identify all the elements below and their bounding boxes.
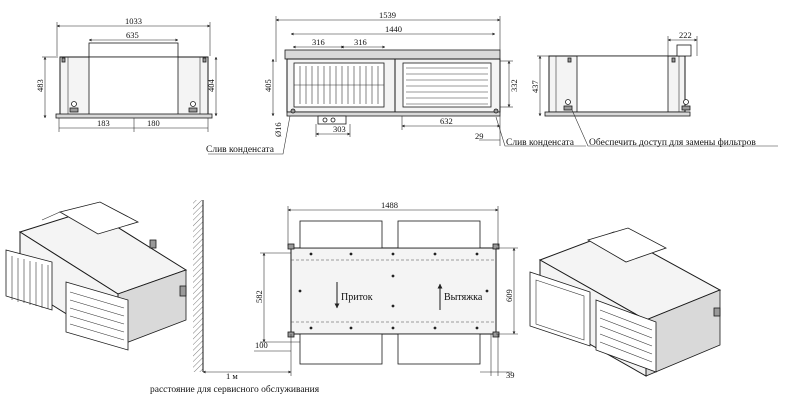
plan-top-left-box (299, 220, 383, 249)
front-top-box (88, 42, 179, 58)
label-condensate-2: Слив конденсата (506, 138, 575, 148)
condensate-leader-2 (495, 116, 586, 147)
dim-main-left-height: 405 (263, 79, 273, 92)
dim-plan-right-height: 609 (504, 289, 514, 302)
side-view: 222 437 Обеспечить доступ для замены фил… (530, 30, 778, 148)
dim-front-right-height: 404 (206, 79, 216, 93)
iso-right-front-grille-slats (599, 309, 653, 363)
dim-main-right-section: 316 (354, 37, 367, 47)
side-center-panel (576, 55, 669, 113)
right-cassette-slats (406, 67, 488, 105)
label-filter-access: Обеспечить доступ для замены фильтров (589, 137, 756, 148)
dim-service-distance: 1 м (226, 371, 238, 381)
isometric-left (5, 201, 188, 351)
iso-right-side-panel (529, 271, 591, 347)
front-view: 1033 635 483 404 183 180 (35, 16, 218, 132)
iso-left-louvre-panel (5, 249, 53, 311)
iso-left-louvre-slats (11, 256, 49, 309)
main-view: 1539 1440 316 316 405 332 303 632 Ø16 29… (206, 10, 586, 155)
dim-main-total: 1539 (379, 10, 396, 20)
plan-top-right-box (397, 220, 481, 249)
filter-access-leader (571, 109, 778, 147)
dim-side-top: 222 (679, 30, 692, 40)
label-condensate-1: Слив конденсата (206, 145, 275, 155)
dim-front-top: 635 (126, 30, 139, 40)
plan-bottom-left-box (299, 333, 383, 365)
dim-main-left-section: 316 (312, 37, 325, 47)
isometric-right (529, 227, 722, 377)
right-cassette (402, 62, 492, 108)
plan-body (290, 247, 497, 335)
dim-main-bottom-right: 632 (440, 116, 453, 126)
wall-hatch (193, 200, 203, 372)
front-base (55, 113, 213, 119)
plan-view: Приток Вытяжка 1488 582 609 100 39 1 м р… (150, 200, 518, 395)
dim-plan-bottom-left: 100 (255, 340, 268, 350)
main-top-rail (284, 49, 501, 60)
dim-main-pipe: Ø16 (273, 122, 283, 137)
front-fitting-left (71, 101, 77, 107)
condensate-leader-1 (208, 115, 291, 155)
dim-main-bottom-mid: 303 (333, 124, 346, 134)
dim-plan-left-height: 582 (254, 290, 264, 303)
dim-main-offset: 29 (475, 131, 484, 141)
plan-bolts (298, 252, 489, 330)
dim-plan-total: 1488 (381, 200, 398, 210)
dim-main-inner: 1440 (385, 24, 402, 34)
dim-front-bottom-right: 180 (147, 118, 160, 128)
iso-left-front-grille-slats (69, 291, 125, 341)
dim-main-right-height: 332 (509, 79, 519, 92)
dim-plan-bottom-right: 39 (506, 370, 515, 380)
dim-front-total: 1033 (125, 16, 142, 26)
front-center-panel (88, 56, 179, 117)
plan-bottom-right-box (397, 333, 481, 365)
dim-front-left-height: 483 (35, 79, 45, 92)
side-base (544, 111, 691, 117)
label-service-distance: расстояние для сервисного обслуживания (150, 384, 320, 395)
main-base (286, 111, 501, 117)
label-supply: Приток (341, 292, 373, 303)
dim-front-bottom-left: 183 (97, 118, 110, 128)
label-exhaust: Вытяжка (444, 292, 483, 303)
dim-side-height: 437 (530, 80, 540, 93)
front-fitting-right (190, 101, 196, 107)
